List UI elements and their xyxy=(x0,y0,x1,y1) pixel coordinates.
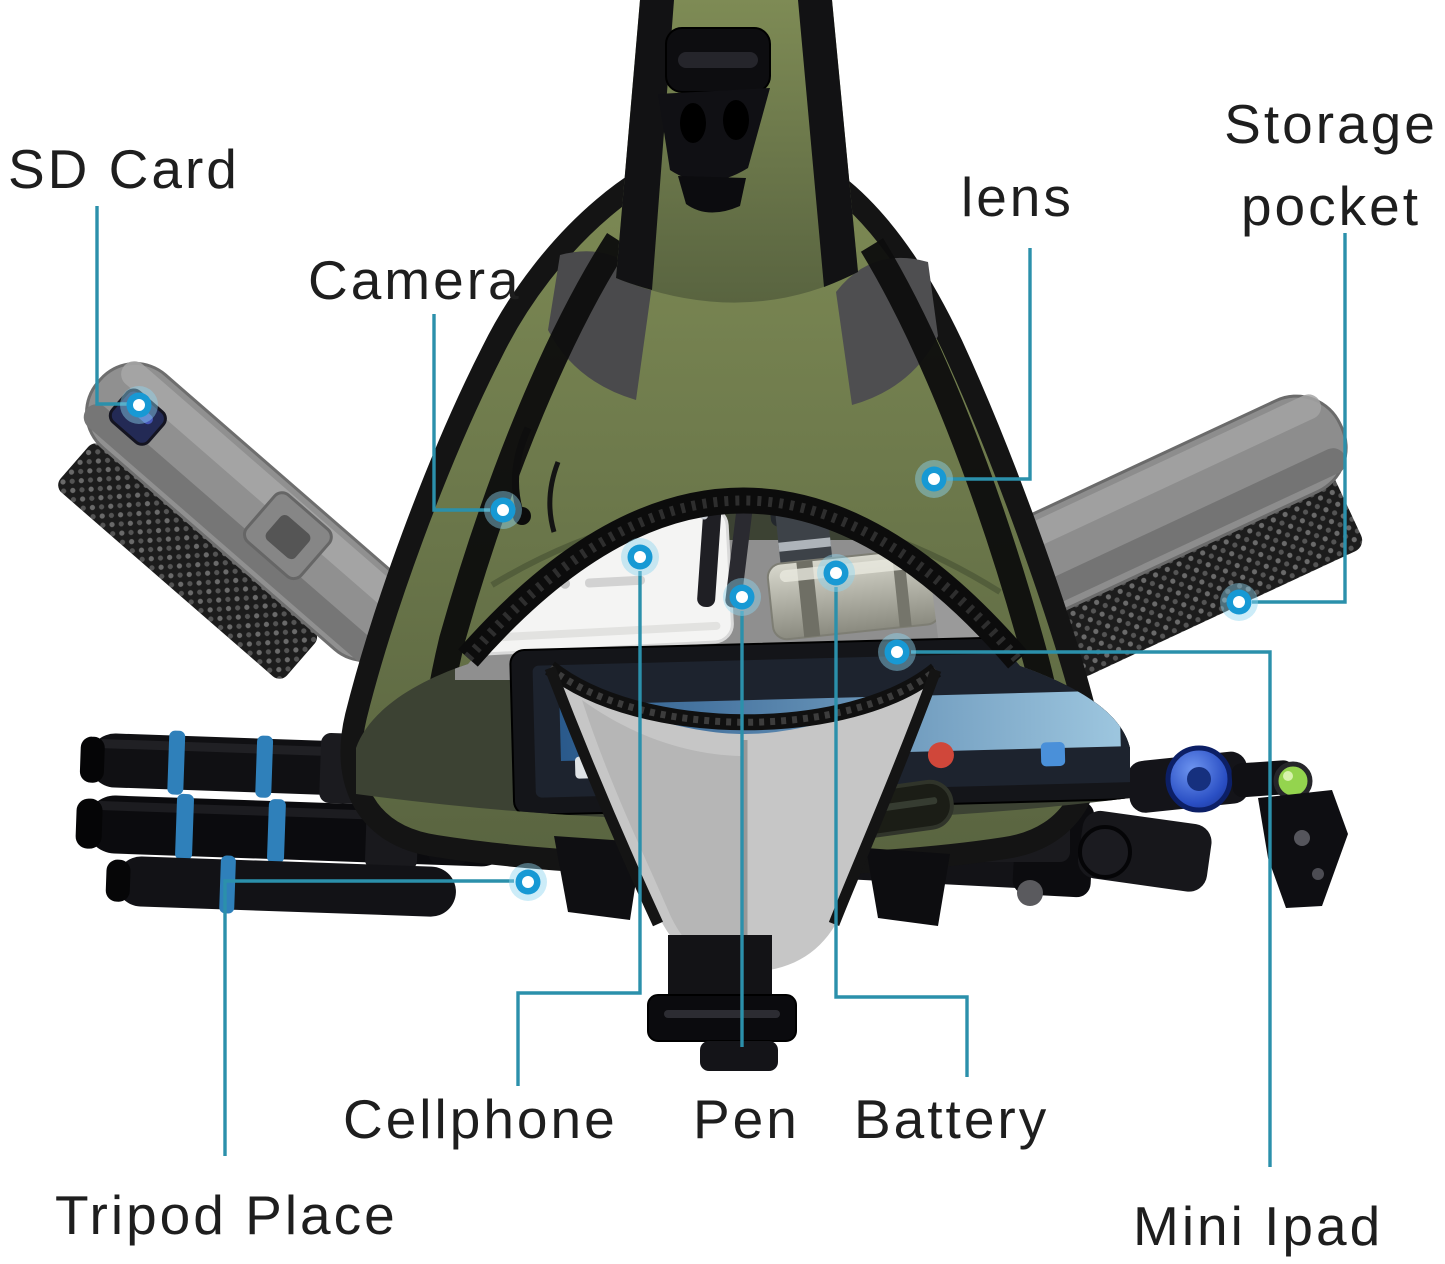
label-tripod-place: Tripod Place xyxy=(55,1184,398,1246)
label-sd-card: SD Card xyxy=(8,138,240,200)
callout-dots xyxy=(120,386,1258,901)
leader-lens xyxy=(947,248,1032,481)
strap-buckle xyxy=(658,27,771,213)
leader-storage-pocket xyxy=(1252,233,1347,604)
bottom-strap xyxy=(647,935,797,1071)
label-cellphone: Cellphone xyxy=(343,1088,618,1150)
leader-sd-card xyxy=(95,206,127,406)
leader-camera xyxy=(432,314,490,512)
dot-mini-ipad xyxy=(878,633,916,671)
leader-tripod-place xyxy=(223,879,514,1156)
tripod-strap-left xyxy=(554,836,642,920)
dot-battery xyxy=(817,554,855,592)
dot-pen xyxy=(723,578,761,616)
dot-cellphone xyxy=(621,538,659,576)
leader-mini-ipad xyxy=(911,650,1272,1167)
bubble-level xyxy=(1273,761,1313,801)
dot-tripod-place xyxy=(509,863,547,901)
leader-cellphone xyxy=(516,571,642,1086)
label-mini-ipad: Mini Ipad xyxy=(1133,1195,1384,1257)
right-flap-mesh xyxy=(987,472,1363,704)
label-pen: Pen xyxy=(693,1088,800,1150)
dot-sd-card xyxy=(120,386,158,424)
left-flap-mesh xyxy=(58,443,318,679)
leader-battery xyxy=(834,587,969,1077)
label-storage-pocket: Storage pocket xyxy=(1203,83,1445,247)
dot-storage-pocket xyxy=(1220,583,1258,621)
shoulder-strap xyxy=(616,0,858,303)
label-storage-pocket-line1: Storage xyxy=(1224,93,1438,155)
callout-leaders xyxy=(95,206,1347,1167)
dot-lens xyxy=(915,460,953,498)
tripod-strap-right xyxy=(866,848,950,926)
left-flap xyxy=(58,361,416,679)
label-battery: Battery xyxy=(854,1088,1050,1150)
battery-item xyxy=(766,547,942,641)
zipper-pull xyxy=(512,426,532,514)
dot-camera xyxy=(484,491,522,529)
label-lens: lens xyxy=(961,166,1074,228)
label-camera: Camera xyxy=(308,249,522,311)
label-storage-pocket-line2: pocket xyxy=(1240,175,1422,237)
